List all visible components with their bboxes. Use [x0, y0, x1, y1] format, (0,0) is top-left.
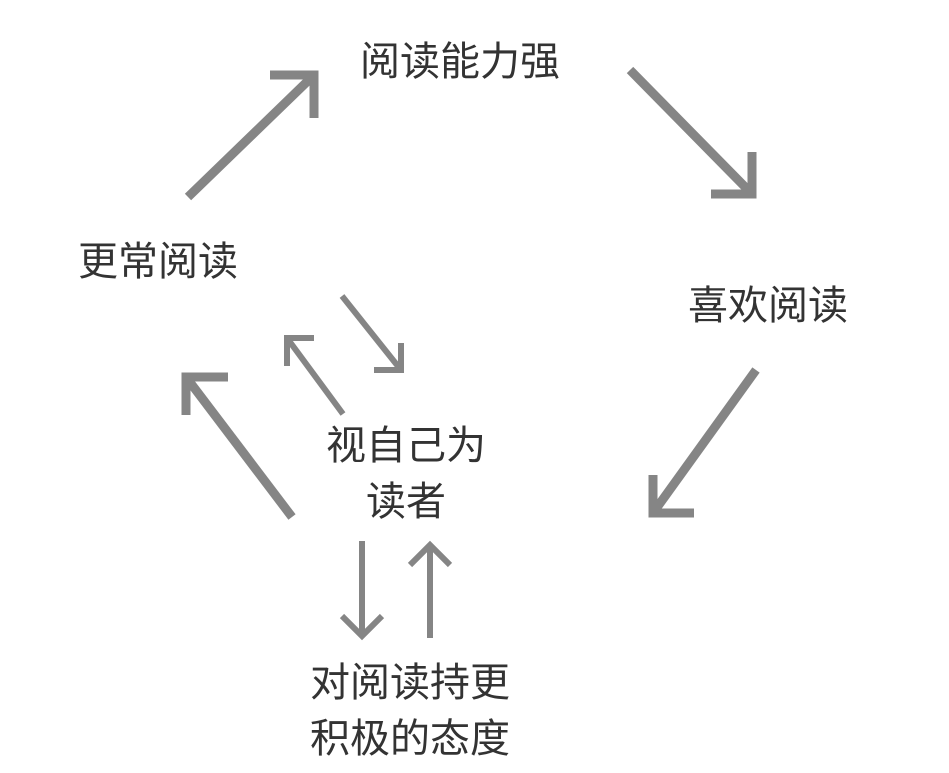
- node-positive-attitude-line-2: 积极的态度: [310, 716, 510, 762]
- node-reading-ability-strong: 阅读能力强: [360, 39, 560, 85]
- arrow-more-to-self: [339, 294, 404, 373]
- node-read-more-often: 更常阅读: [78, 239, 238, 285]
- arrow-strong-to-like: [626, 66, 757, 199]
- node-see-self-as-reader: 视自己为 读者: [296, 418, 516, 530]
- node-see-self-as-reader-line-2: 读者: [366, 479, 446, 525]
- arrow-to-more: [181, 372, 296, 520]
- arrow-like-to-attitude: [648, 367, 760, 518]
- arrow-more-to-strong: [184, 70, 319, 201]
- node-positive-attitude-line-1: 对阅读持更: [310, 660, 510, 706]
- node-positive-attitude: 对阅读持更 积极的态度: [290, 655, 530, 767]
- arrow-attitude-to-self: [407, 540, 453, 638]
- node-enjoy-reading: 喜欢阅读: [688, 283, 848, 329]
- arrow-self-to-more: [284, 335, 346, 416]
- arrow-self-to-attitude: [339, 541, 385, 641]
- node-see-self-as-reader-line-1: 视自己为: [326, 423, 486, 469]
